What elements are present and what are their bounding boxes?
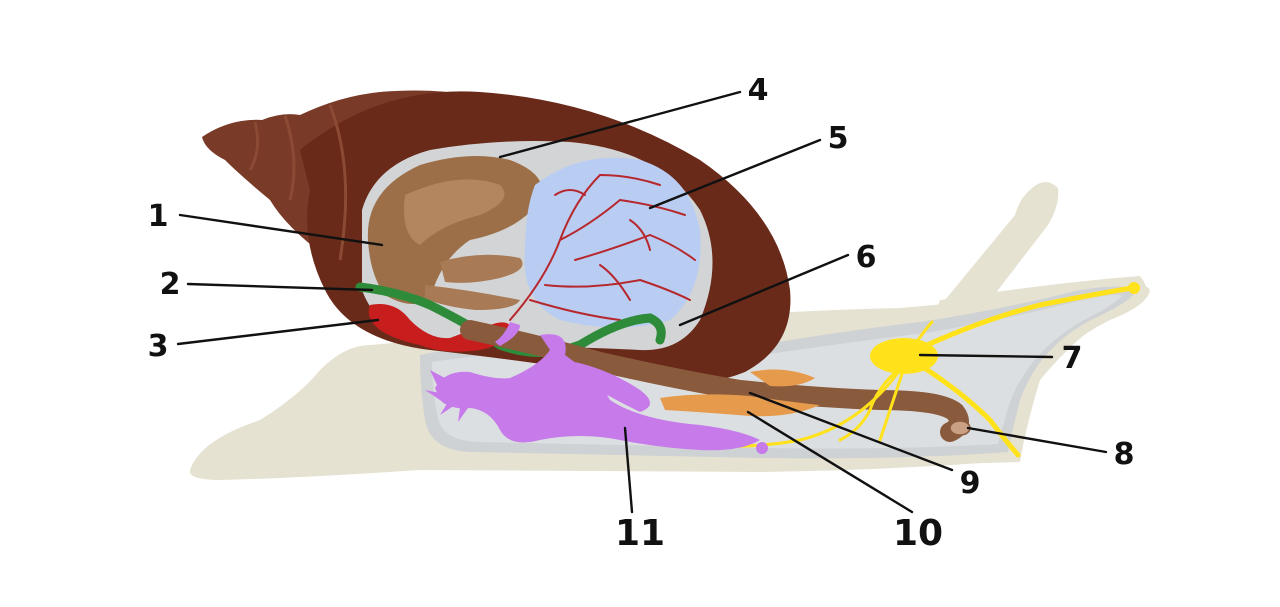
shell-ridge: [283, 115, 296, 201]
intestine: [460, 320, 969, 442]
label-8: 8: [1114, 437, 1135, 472]
eye: [1128, 282, 1140, 294]
upper-tentacle: [945, 181, 1059, 320]
label-10: 10: [893, 513, 943, 554]
label-11: 11: [615, 513, 665, 554]
label-4: 4: [748, 73, 769, 108]
leader-5: [648, 138, 822, 210]
label-6: 6: [856, 240, 877, 275]
leader-8: [966, 426, 1108, 454]
salivary-glands: [660, 369, 820, 417]
leader-4: [498, 90, 742, 159]
reproductive-system: [425, 322, 768, 454]
digestive-gland-lobe: [440, 254, 523, 283]
leader-7: [918, 353, 1054, 359]
leader-10: [746, 410, 914, 514]
leader-6: [678, 253, 850, 327]
label-9: 9: [960, 466, 981, 501]
leader-3: [176, 318, 380, 346]
callout-labels: 1 2 3 4 5 6 7 8 9 10 11: [148, 73, 1135, 554]
digestive-gland-lobe: [404, 179, 505, 245]
mantle-cavity: [362, 141, 713, 351]
leader-9: [748, 391, 954, 472]
label-1: 1: [148, 199, 169, 234]
label-3: 3: [148, 329, 169, 364]
leader-lines: [176, 90, 1108, 514]
lung: [524, 157, 701, 328]
leader-1: [178, 213, 384, 247]
label-5: 5: [828, 121, 849, 156]
leader-2: [186, 282, 374, 292]
label-7: 7: [1062, 341, 1083, 376]
shell-ridge: [248, 121, 260, 171]
cerebral-ganglion: [870, 338, 938, 374]
digestive-gland-lobe: [425, 285, 520, 310]
leader-11: [623, 426, 634, 514]
label-2: 2: [160, 267, 181, 302]
